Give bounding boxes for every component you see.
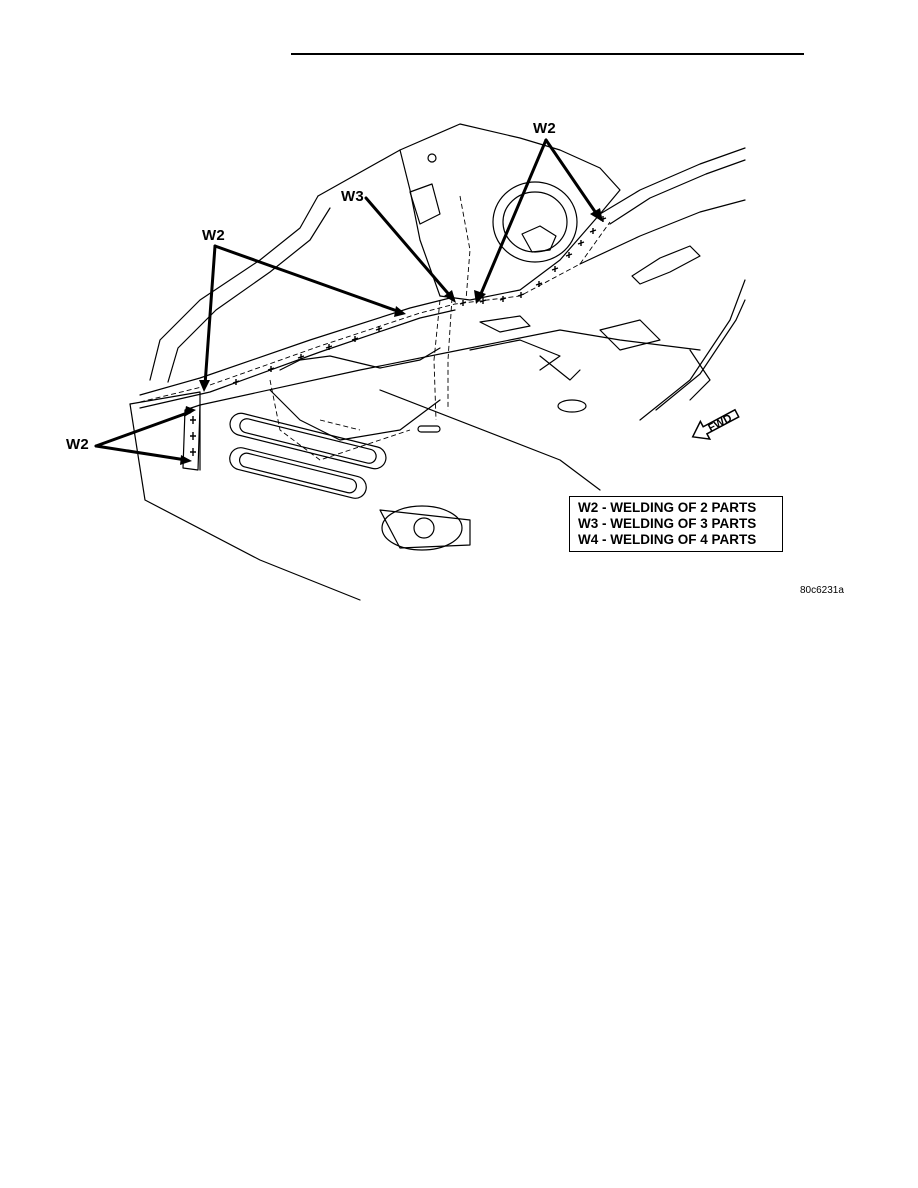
callout-w2-left-lower: W2 [66, 436, 89, 453]
w2-top-leader-b [544, 138, 600, 218]
w2-left-upper-leader-a [213, 244, 402, 314]
fwd-label: FWD [706, 412, 734, 434]
w2-left-lower-leader-a [94, 410, 192, 448]
legend-row-w3: W3 - WELDING OF 3 PARTS [578, 516, 757, 531]
sill-upper-edge [139, 297, 451, 396]
wheelhouse-panel [317, 123, 621, 301]
sill-lower-edge [139, 309, 456, 409]
body-panel-weld-illustration: FWD [94, 123, 746, 601]
weld-legend-box: W2 - WELDING OF 2 PARTS W3 - WELDING OF … [569, 496, 783, 552]
callout-w2-left-upper: W2 [202, 227, 225, 244]
legend-row-w4: W4 - WELDING OF 4 PARTS [578, 532, 757, 547]
w3-leader [364, 196, 454, 300]
left-flange [182, 404, 201, 471]
legend-row-w2: W2 - WELDING OF 2 PARTS [578, 500, 757, 515]
w2-left-lower-leader-b [94, 444, 188, 462]
callout-w3: W3 [341, 188, 364, 205]
wheelhouse-inner-edge [399, 149, 441, 297]
forward-direction-arrow-icon: FWD [691, 408, 740, 441]
callout-w2-top-right: W2 [533, 120, 556, 137]
header-rule [291, 53, 804, 55]
figure-id: 80c6231a [800, 585, 844, 596]
w2-left-upper-leader-b [203, 244, 217, 387]
w2-top-leader-a [478, 138, 548, 298]
wheelhouse-opening [492, 181, 578, 263]
